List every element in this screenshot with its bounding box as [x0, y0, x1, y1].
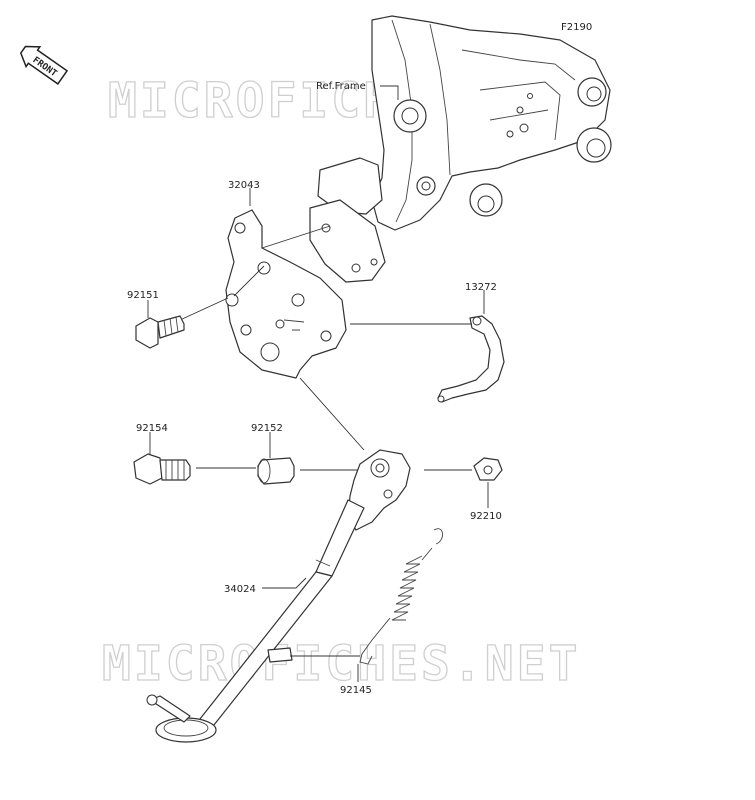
bolt-92154 — [133, 453, 191, 485]
figure-code: F2190 — [561, 22, 592, 33]
bracket-bolt-leaders — [179, 225, 331, 321]
collar-92152 — [257, 457, 295, 485]
clip-13272 — [437, 315, 505, 403]
leader-bracket-to-pivot — [299, 377, 365, 451]
nut-92210 — [473, 457, 503, 481]
leader-34024 — [262, 577, 307, 589]
spring-92145 — [359, 528, 443, 665]
part-number-92151: 92151 — [127, 290, 159, 301]
reference-frame — [309, 15, 612, 283]
part-number-92210: 92210 — [470, 511, 502, 522]
bolt-92151 — [135, 315, 185, 349]
ref-frame-label: Ref.Frame — [316, 81, 366, 92]
ref-frame-leader — [380, 85, 399, 100]
stand-bracket — [225, 209, 347, 379]
part-number-92145: 92145 — [340, 685, 372, 696]
side-stand-34024 — [146, 449, 411, 743]
part-number-92154: 92154 — [136, 423, 168, 434]
part-number-13272: 13272 — [465, 282, 497, 293]
watermark-bottom: MICROFICHES.NET — [102, 636, 580, 692]
part-number-34024: 34024 — [224, 584, 256, 595]
spring-coils — [391, 555, 423, 621]
part-number-92152: 92152 — [251, 423, 283, 434]
front-arrow-icon: FRONT — [19, 45, 69, 85]
part-number-32043: 32043 — [228, 180, 260, 191]
